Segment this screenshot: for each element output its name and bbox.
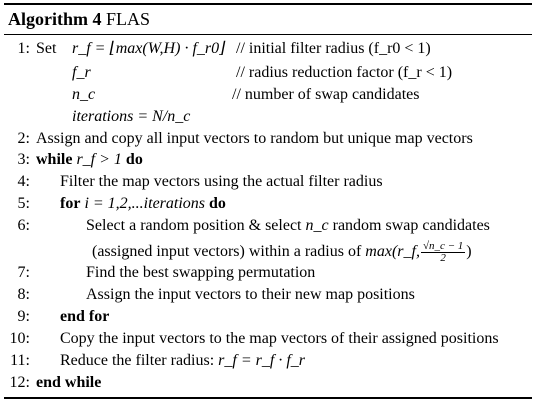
line-expression: i = 1,2,...iterations [84,195,206,212]
line-expression: r_f = ⌊max(W,H) · f_r0⌋ [72,40,226,57]
line-expression: r_f = r_f · f_r [218,352,305,369]
keyword-while: while [36,151,73,168]
algorithm-name: FLAS [106,9,151,29]
line-content: Reduce the filter radius: r_f = r_f · f_… [60,350,305,372]
line-text: Assign the input vectors to their new ma… [86,286,415,303]
line-number: 12: [9,374,30,391]
algorithm-title: Algorithm 4 FLAS [8,8,150,30]
line-content: (assigned input vectors) within a radius… [92,238,472,266]
line-expression: iterations = N/n_c [72,108,191,125]
keyword-end-while: end while [36,374,102,391]
line-number: 10: [9,330,30,347]
line-number: 7: [17,264,30,281]
line-prefix: (assigned input vectors) within a radius… [92,243,366,260]
line-expression: max(r_f, [365,243,420,260]
line-prefix: Select a random position & select [86,217,306,234]
line-number: 9: [17,308,30,325]
fraction-numerator: √n_c − 1 [420,239,466,253]
algorithm-label: Algorithm 4 [8,9,102,29]
line-suffix: random swap candidates [328,217,490,234]
line-number: 1: [17,40,30,57]
line-content: Select a random position & select n_c ra… [86,215,490,237]
line-number: 3: [17,151,30,168]
line-expression: n_c [305,217,329,234]
line-number: 5: [17,195,30,212]
line-number: 4: [17,173,30,190]
line-expression: n_c [72,86,96,103]
line-text: Copy the input vectors to the map vector… [60,330,499,347]
line-text: Find the best swapping permutation [86,264,316,281]
line-comment: // initial filter radius (f_r0 < 1) [236,40,431,57]
line-suffix: ) [466,243,472,260]
line-text: Assign and copy all input vectors to ran… [36,130,473,147]
top-rule [4,3,532,5]
bottom-rule [4,397,532,399]
keyword-do: do [125,151,143,168]
line-expression: r_f > 1 [76,151,122,168]
line-number: 6: [17,217,30,234]
keyword-end-for: end for [60,308,110,325]
line-expression: f_r [72,64,91,81]
line-number: 8: [17,286,30,303]
line-prefix: Set [36,40,57,57]
fraction-denominator: 2 [440,251,446,264]
line-number: 2: [17,130,30,147]
keyword-do: do [209,195,226,212]
keyword-for: for [60,195,81,212]
line-content: while r_f > 1 do [36,149,143,171]
line-content: for i = 1,2,...iterations do [60,193,226,215]
line-prefix: Reduce the filter radius: [60,352,219,369]
header-rule [4,34,532,35]
line-number: 11: [10,352,30,369]
line-comment: // number of swap candidates [232,86,420,103]
line-text: Filter the map vectors using the actual … [60,173,383,190]
line-comment: // radius reduction factor (f_r < 1) [236,64,453,81]
